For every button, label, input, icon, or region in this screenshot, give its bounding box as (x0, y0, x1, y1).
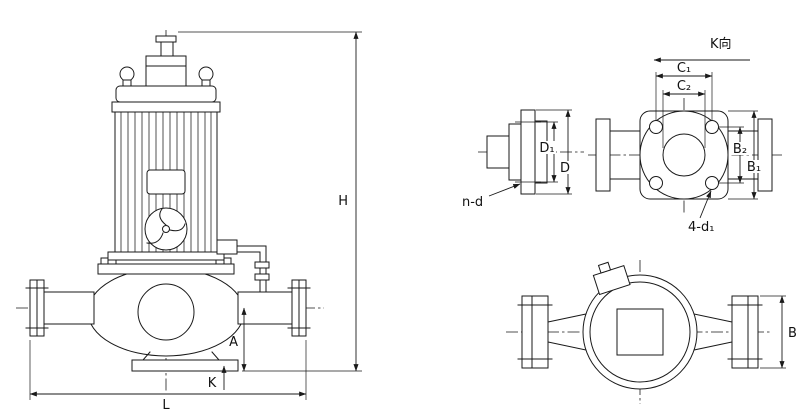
view-label: K向 (653, 36, 750, 63)
dimension-D1: D₁ (536, 121, 558, 183)
front-view: H A L K (16, 30, 362, 413)
label-l: L (162, 398, 170, 413)
plan-right-flange (727, 295, 763, 369)
flange-face-view (588, 98, 782, 214)
mounting-plate (97, 263, 235, 275)
label-b2: B₂ (733, 142, 747, 157)
dimension-C2: C₂ (662, 79, 706, 148)
label-b1: B₁ (747, 160, 761, 175)
bolt-hole (649, 120, 663, 134)
dimension-D: D (536, 109, 572, 195)
pump-casing (43, 257, 293, 357)
label-b: B (788, 326, 797, 341)
circulation-pipe (216, 239, 270, 293)
label-d1: D₁ (539, 141, 554, 156)
bolt-callout-4-d1: 4-d₁ (688, 190, 714, 235)
suction-neck (547, 313, 587, 351)
label-4-d1: 4-d₁ (688, 220, 714, 235)
bolt-hole (649, 176, 663, 190)
eyebolt-right (198, 66, 214, 82)
label-c1: C₁ (677, 61, 691, 76)
motor (107, 35, 225, 267)
plan-left-flange (517, 295, 553, 369)
motor-top-cover (115, 85, 217, 103)
bolt-hole (705, 176, 719, 190)
bolt-hole (705, 120, 719, 134)
dimension-B2: B₂ (719, 126, 749, 184)
plan-view: B (506, 260, 797, 404)
hatched-core (616, 308, 664, 356)
eyebolt-left (119, 66, 135, 82)
dimension-H: H (178, 31, 362, 372)
label-d: D (560, 161, 570, 176)
label-h: H (338, 194, 348, 209)
dimension-B1: B₁ (728, 110, 763, 200)
terminal-box-plan (592, 261, 631, 296)
suction-pipe (43, 291, 95, 325)
terminal-box (145, 55, 187, 87)
k-direction-view: K向 D₁ D n-d (462, 36, 782, 235)
casing-circle (582, 274, 698, 390)
volute (87, 267, 245, 357)
flange-section-profile (478, 109, 584, 195)
fan-icon (146, 208, 186, 244)
dimension-B: B (760, 295, 797, 369)
suction-flange (25, 279, 49, 337)
fan-window (144, 207, 188, 251)
cable-gland (155, 35, 177, 43)
nameplate (146, 169, 186, 195)
discharge-neck (693, 313, 733, 351)
label-n-d: n-d (462, 195, 483, 210)
dimension-C1: C₁ (655, 61, 713, 120)
view-direction-K: K (208, 365, 227, 391)
label-k-view: K向 (710, 36, 732, 52)
discharge-pipe (237, 291, 293, 325)
dimension-L: L (29, 340, 307, 413)
label-a: A (229, 335, 238, 350)
dimension-A: A (229, 307, 247, 372)
label-k: K (208, 376, 217, 391)
label-c2: C₂ (677, 79, 691, 94)
motor-bottom-flange (107, 251, 225, 261)
bolt-callout-n-d: n-d (462, 183, 521, 210)
discharge-flange (287, 279, 311, 337)
base-support (131, 351, 239, 372)
